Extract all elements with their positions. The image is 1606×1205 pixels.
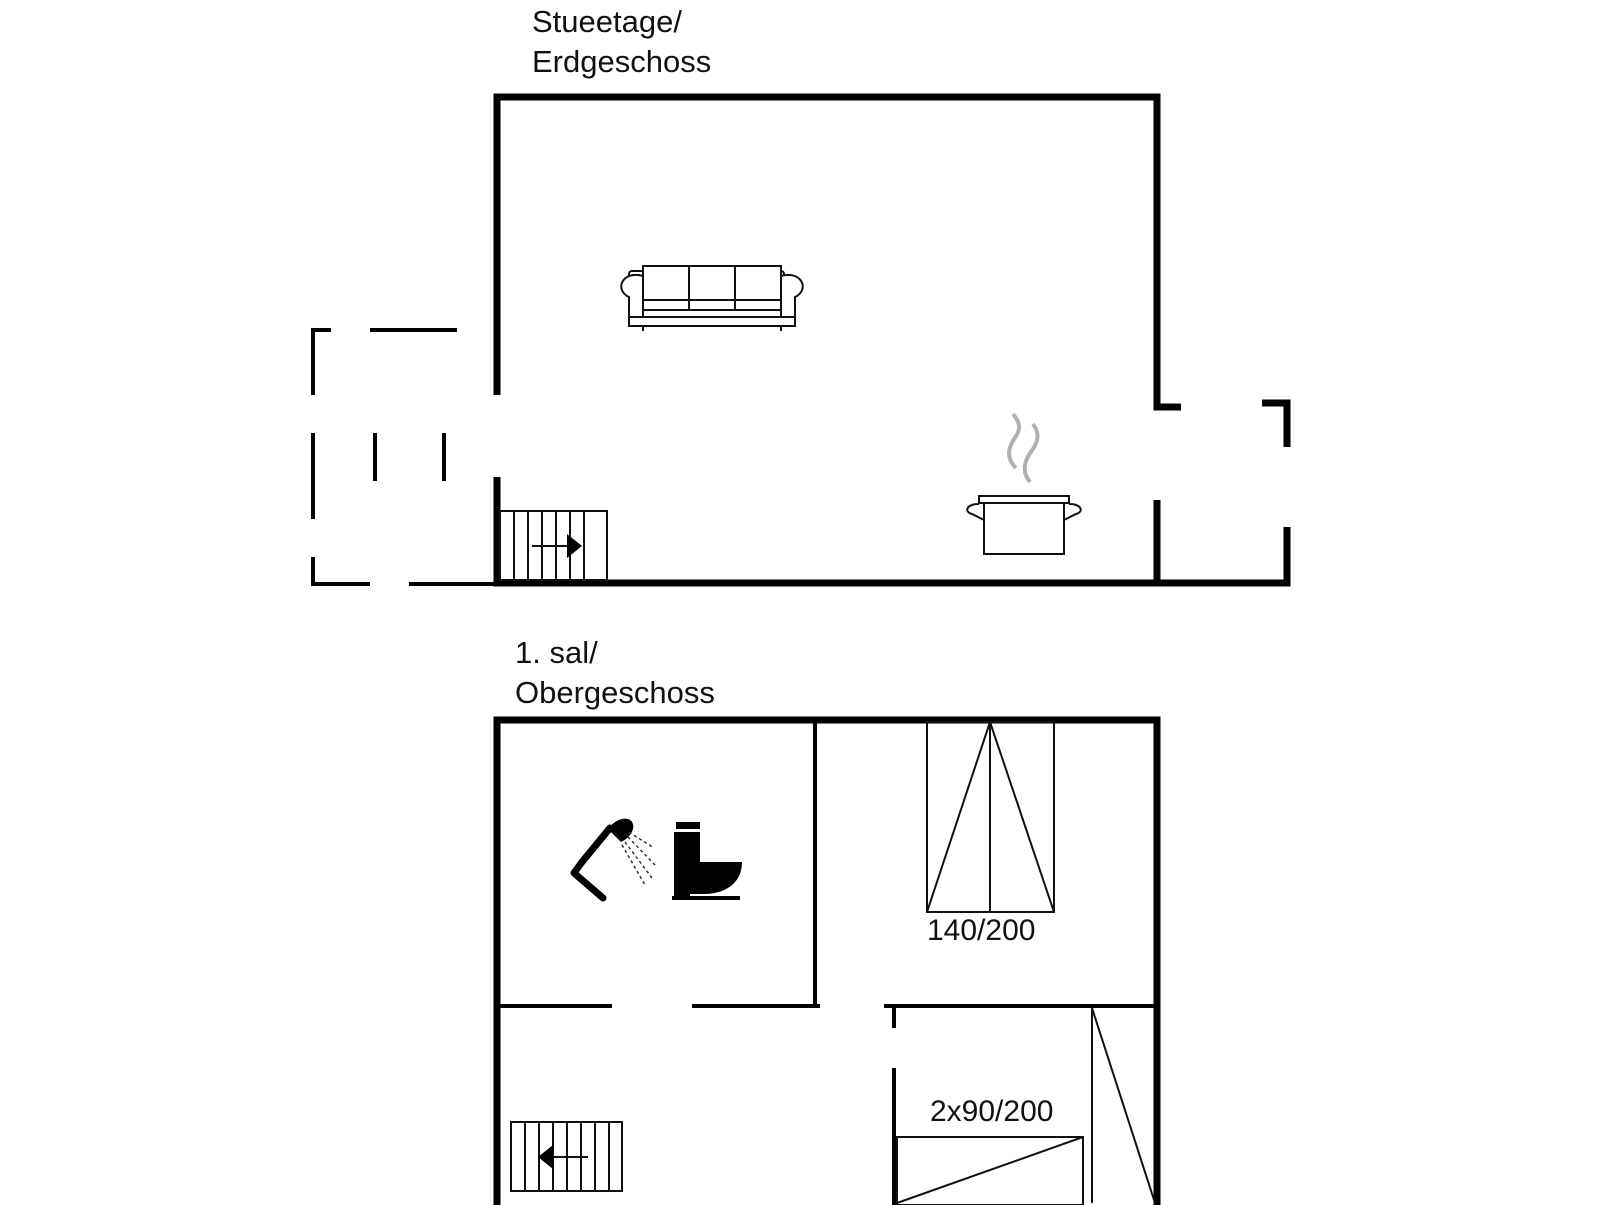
terrace-outline (311, 328, 497, 586)
sofa-icon (620, 265, 804, 331)
ground-floor: Stueetage/ Erdgeschoss (311, 4, 1291, 587)
twin-beds-label: 2x90/200 (930, 1095, 1053, 1128)
upper-floor-walls (493, 716, 1161, 1205)
interior-walls (499, 720, 1155, 1205)
toilet-icon (672, 822, 742, 900)
upper-floor-title-line2: Obergeschoss (515, 675, 715, 710)
stairs-up-icon (499, 510, 608, 581)
ground-floor-walls (493, 93, 1291, 587)
double-bed-icon (926, 721, 1055, 913)
ground-floor-title-line1: Stueetage/ (532, 4, 682, 39)
single-bed-icon (896, 1007, 1156, 1205)
upper-floor: 1. sal/ Obergeschoss (493, 635, 1161, 1205)
double-bed-label: 140/200 (927, 914, 1035, 947)
shower-icon (570, 818, 658, 902)
stairs-down-icon (510, 1121, 623, 1192)
cooking-pot-icon (966, 412, 1082, 555)
ground-floor-title-line2: Erdgeschoss (532, 44, 711, 79)
upper-floor-title-line1: 1. sal/ (515, 635, 598, 670)
